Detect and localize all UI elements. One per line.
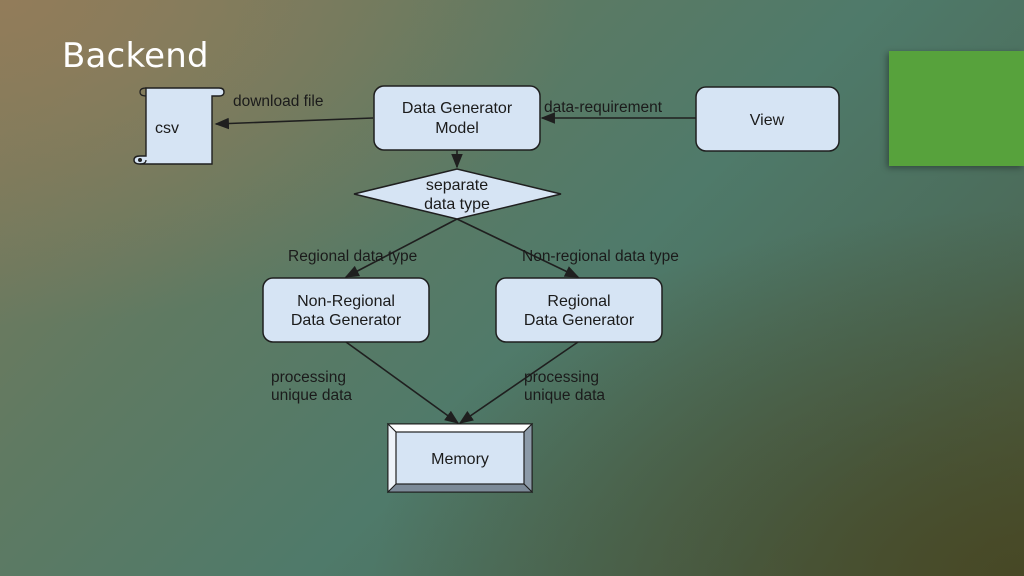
node-regional-line2: Data Generator [524,312,635,329]
node-separate-line1: separate [426,177,488,194]
node-csv: csv [133,87,225,165]
label-regional-data-type: Regional data type [288,248,417,265]
edge-download-file [214,117,374,130]
node-memory-label: Memory [431,451,489,468]
label-processing-left-line1: processing [271,369,346,386]
accent-block [889,51,1024,166]
edge-non-regional-data-type [456,218,580,278]
edge-processing-left [345,341,460,424]
node-regional-line1: Regional [547,293,610,310]
label-processing-right-line2: unique data [524,387,605,404]
node-data-generator-model-line1: Data Generator [402,100,513,117]
label-data-requirement: data-requirement [544,99,663,116]
label-non-regional-data-type: Non-regional data type [522,248,679,265]
node-non-regional-line2: Data Generator [291,312,402,329]
node-separate-data-type: separate data type [353,168,562,220]
node-regional-generator: Regional Data Generator [495,277,663,343]
label-download-file: download file [233,93,323,110]
node-non-regional-line1: Non-Regional [297,293,395,310]
node-data-generator-model: Data Generator Model [373,85,541,151]
edge-processing-right [458,341,579,424]
node-non-regional-generator: Non-Regional Data Generator [262,277,430,343]
node-view-label: View [750,112,785,129]
node-memory: Memory [386,422,534,494]
node-separate-line2: data type [424,196,490,213]
slide-title: Backend [62,36,209,76]
label-processing-right-line1: processing [524,369,599,386]
node-view: View [695,86,840,152]
node-data-generator-model-line2: Model [435,120,479,137]
label-processing-left-line2: unique data [271,387,352,404]
edge-regional-data-type [344,218,458,278]
node-csv-label: csv [155,120,179,137]
